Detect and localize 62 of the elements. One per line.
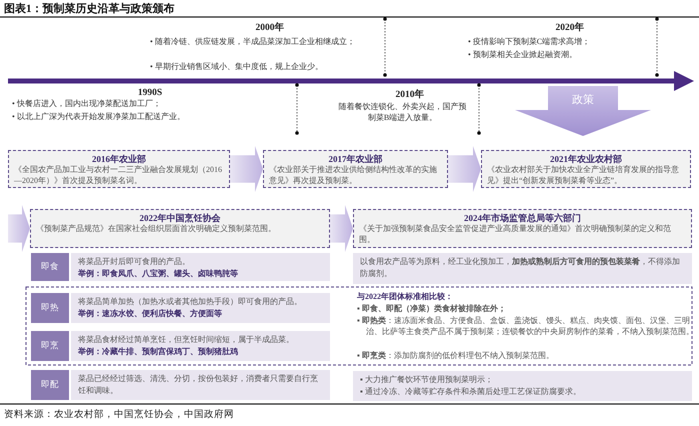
- box-text: 《全国农产品加工业与农村一二三产业融合发展规划（2016—2020年）》首次提及预制菜名词。: [14, 165, 223, 187]
- category-name: 即食: [41, 261, 59, 273]
- box-heading: 2024年市场监管总局等六部门: [463, 212, 582, 224]
- source-note: 资料来源：农业农村部，中国烹饪协会，中国政府网: [4, 408, 235, 421]
- bullet-item: • 疫情影响下预制菜C端需求高增；: [468, 36, 592, 48]
- category-tag: [31, 253, 69, 281]
- bullet-item: • 以北上广深为代表开始发展净菜加工配送产业。: [12, 111, 186, 122]
- box-heading: 2021年农业农村部: [549, 153, 623, 165]
- bullet-item: • 随着冷链、供应链发展，半成品菜深加工企业相继成立；: [150, 36, 356, 48]
- box-text: 《农业部关于推进农业供给侧结构性改革的实施意见》再次提及预制菜。: [269, 165, 438, 187]
- chart-title: 图表1：预制菜历史沿革与政策颁布: [4, 2, 176, 16]
- category-tag: [31, 293, 69, 323]
- example-text: 举例：冷藏牛排、预制宫保鸡丁、预制猪肚鸡: [78, 346, 239, 358]
- bullet-item: ▪ 即食、即配（净菜）类食材被排除在外；: [357, 303, 507, 314]
- description-box: [71, 293, 330, 323]
- policy-box: [353, 209, 692, 248]
- description-box: [353, 253, 692, 284]
- year-label: 2000年: [254, 22, 286, 35]
- policy-box: [263, 150, 448, 188]
- box-text: 《关于加强预制菜食品安全监管促进产业高质量发展的通知》首次明确预制菜的定义和范围。: [359, 224, 672, 246]
- category-tag: [31, 370, 69, 400]
- year-label: 1990S: [136, 87, 164, 100]
- description-text: 菜品已经经过筛选、清洗、分切，按份包装好，消费者只需要自行烹饪和调味。: [78, 373, 319, 396]
- category-name: 即配: [41, 379, 59, 391]
- bullet-item: ▪ 即热类：速冻面米食品、方便食品、盒饭、盖浇饭、馒头、糕点、肉夹馍、面包、汉堡、三明治、比萨等主食类产品不属于预制菜；连锁餐饮的中央厨房制作的菜肴，不纳入预制菜范围。: [357, 315, 695, 338]
- bullet-item: • 预制菜相关企业掀起融资潮。: [468, 49, 578, 60]
- example-text: 举例：即食凤爪、八宝粥、罐头、卤味鸭肫等: [78, 268, 239, 280]
- bullet-item: ▪ 大力推广餐饮环节使用预制菜明示；: [360, 374, 494, 386]
- bullet-item: • 早期行业销售区域小、集中度低，规上企业少。: [150, 61, 324, 72]
- description-box: [71, 331, 330, 361]
- description-box: [71, 253, 330, 281]
- description-text: 将菜品简单加热（加热水或者其他加热手段）即可食用的产品。: [78, 296, 303, 308]
- arrow-label: 政策: [571, 93, 595, 107]
- chevron-arrow: [8, 205, 30, 252]
- timeline-note: 随着餐饮连锁化、外卖兴起，国产预制菜B端进入放量。: [338, 101, 468, 124]
- policy-box: [8, 150, 230, 188]
- description-box: [353, 371, 692, 401]
- category-tag: [31, 331, 69, 361]
- policy-box: [30, 209, 330, 248]
- box-text: 《预制菜产品规范》在国家社会组织层面首次明确定义预制菜范围。: [36, 224, 277, 235]
- policy-box: [481, 150, 691, 188]
- bullet-item: • 快餐店进入，国内出现净菜配送加工厂；: [12, 98, 162, 110]
- down-arrow: [515, 86, 651, 136]
- box-text: 《农业农村部关于加快农业全产业链培育发展的指导意见》提出“创新发展预制菜肴等业态”。: [487, 165, 680, 187]
- year-label: 2010年: [394, 89, 426, 102]
- year-label: 2020年: [554, 22, 586, 35]
- bullet-item: ▪ 通过冷冻、冷藏等贮存条件和杀菌后处理工艺保证防腐要求。: [360, 386, 582, 398]
- category-name: 即热: [41, 302, 59, 314]
- example-text: 举例：速冻水饺、便利店快餐、方便面等: [78, 308, 223, 320]
- description-text: 将菜品开封后即可食用的产品。: [78, 256, 191, 268]
- description-text: 以食用农产品等为原料，经工业化预加工，加热或熟制后方可食用的预包装菜肴，不得添加防腐剂。: [360, 256, 681, 280]
- comparison-heading: 与2022年团体标准相比较：: [357, 291, 454, 302]
- chevron-arrow: [230, 146, 263, 192]
- box-heading: 2022年中国烹饪协会: [138, 212, 222, 224]
- box-heading: 2017年农业部: [328, 153, 384, 165]
- box-heading: 2016年农业部: [91, 153, 147, 165]
- chevron-arrow: [448, 146, 481, 192]
- category-name: 即烹: [41, 340, 59, 352]
- chevron-arrow: [330, 205, 353, 252]
- description-box: [71, 370, 330, 400]
- bullet-item: ▪ 即烹类：添加防腐剂的低价料理包不纳入预制菜范围。: [357, 350, 555, 362]
- description-text: 将菜品食材经过简单烹饪，但烹饪时间缩短，属于半成品菜。: [78, 334, 295, 346]
